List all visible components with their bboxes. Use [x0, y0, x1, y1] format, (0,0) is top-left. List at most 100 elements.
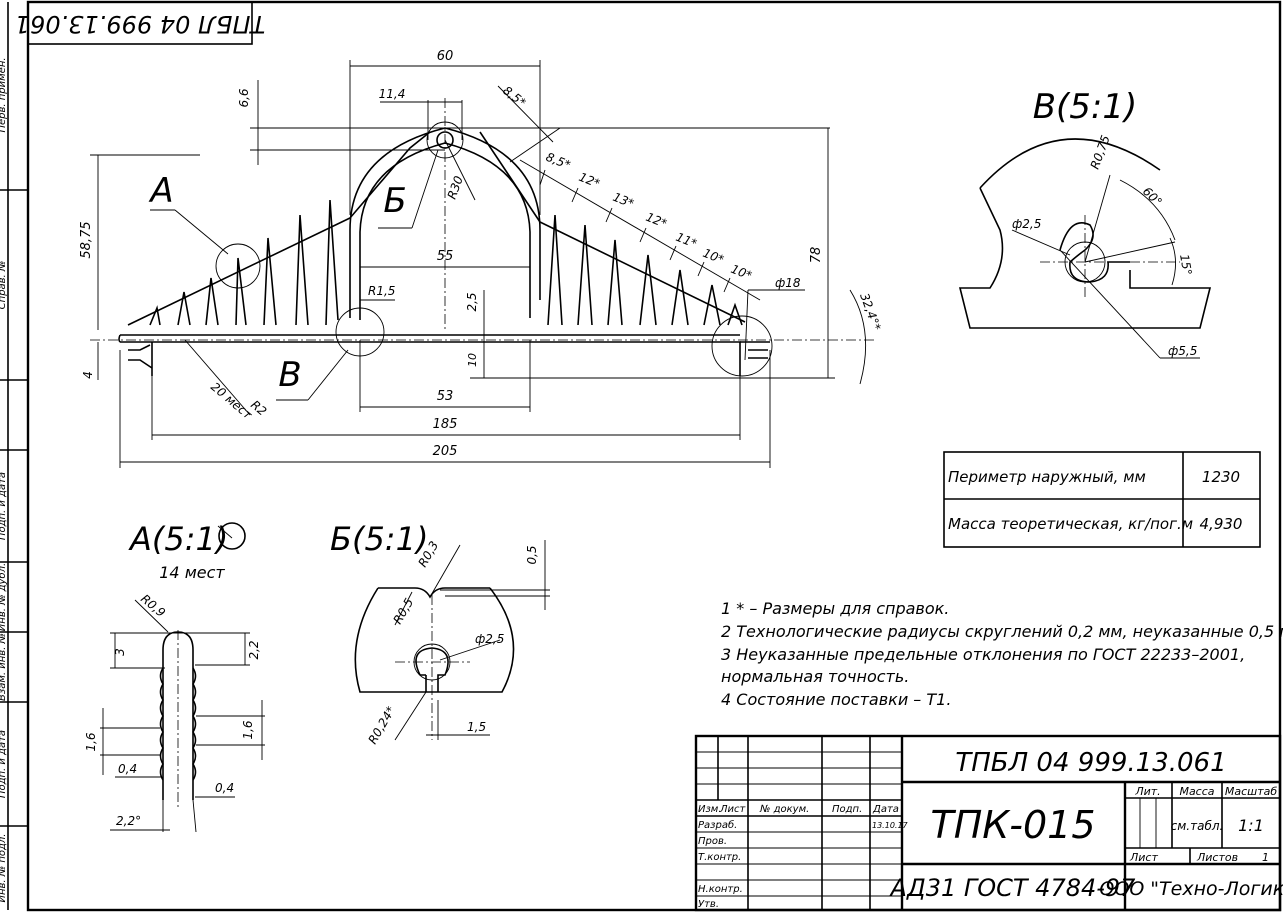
- sidebar-label: Перв. примен.: [0, 57, 8, 132]
- tb-date: 13.10.17: [872, 821, 909, 830]
- dim-55: 55: [437, 249, 454, 264]
- props-label-mass: Масса теоретическая, кг/пог.м: [948, 515, 1193, 533]
- dim-32-4: 32,4°*: [857, 291, 883, 332]
- detail-circle-a: [215, 243, 261, 289]
- props-value-perimeter: 1230: [1202, 468, 1240, 486]
- tb-massa: Масса: [1179, 785, 1214, 798]
- dim-12a: 12*: [577, 170, 602, 191]
- sidebar-labels: Перв. примен. Справ. № Подп. и дата Инв.…: [0, 57, 8, 902]
- dim-185: 185: [433, 417, 458, 432]
- sidebar-label: Подп. и дата: [0, 730, 8, 798]
- tb-row-nkontr: Н.контр.: [698, 884, 743, 895]
- sidebar-label: Инв. № подл.: [0, 834, 8, 903]
- dim-r30: R30: [445, 174, 466, 201]
- dim-60: 60: [437, 49, 454, 64]
- label-v: В: [278, 355, 301, 395]
- tb-col-podp: Подп.: [832, 804, 862, 815]
- detail-a-d0-4b: 0,4: [215, 781, 234, 795]
- detail-a-d2-2: 2,2: [247, 640, 261, 659]
- detail-a-title: А(5:1): [128, 520, 228, 558]
- dim-78: 78: [809, 247, 824, 264]
- dim-11-4: 11,4: [379, 87, 406, 101]
- detail-b-title: Б(5:1): [330, 520, 428, 558]
- main-view-labels: А Б В: [148, 149, 439, 401]
- dim-8-5b: 8,5*: [544, 150, 573, 172]
- tb-listov: Листов: [1196, 851, 1238, 864]
- title-block: ТПБЛ 04 999.13.061 ТПК-015 АД31 ГОСТ 478…: [694, 734, 1283, 912]
- detail-b-r0-5: R0,5: [390, 596, 416, 627]
- notes: 1 * – Размеры для справок. 2 Технологиче…: [721, 599, 1283, 709]
- tb-col-list: Лист: [719, 804, 747, 815]
- props-table: Периметр наружный, мм 1230 Масса теорети…: [943, 451, 1261, 548]
- tb-col-izm: Изм.: [698, 804, 722, 815]
- props-label-perimeter: Периметр наружный, мм: [948, 468, 1146, 486]
- note-4: 4 Состояние поставки – Т1.: [721, 690, 951, 709]
- note-2: 2 Технологические радиусы скруглений 0,2…: [721, 622, 1283, 641]
- detail-v: В(5:1) ф2,5 R0,75 60° 15° ф5,5: [958, 87, 1212, 359]
- detail-v-title: В(5:1): [1033, 87, 1138, 127]
- dim-13: 13*: [611, 190, 636, 211]
- label-b: Б: [383, 181, 406, 221]
- tb-row-utv: Утв.: [698, 899, 719, 910]
- detail-a-d1-6b: 1,6: [241, 720, 255, 739]
- sidebar-label: Взам. инв. №: [0, 633, 8, 701]
- detail-a-count: 14 мест: [159, 563, 225, 582]
- tb-row-tkontr: Т.контр.: [698, 852, 741, 863]
- detail-b-d1-5: 1,5: [467, 720, 486, 734]
- detail-b: Б(5:1) 0,5 R0,3 R0,5 ф2,5 R0,24* 1,5: [330, 520, 550, 747]
- dim-53: 53: [437, 389, 454, 404]
- detail-v-a15: 15°: [1177, 253, 1194, 276]
- label-a: А: [148, 171, 173, 211]
- dim-4: 4: [81, 371, 95, 379]
- dim-10: 10: [466, 353, 479, 367]
- detail-a-d1-6a: 1,6: [84, 732, 98, 751]
- tb-lit: Лит.: [1134, 785, 1160, 798]
- tb-col-ndok: № докум.: [759, 804, 809, 815]
- doc-number-box: ТПБЛ 04 999.13.061: [15, 1, 265, 45]
- tb-col-data: Дата: [872, 804, 899, 815]
- tb-listov-val: 1: [1262, 851, 1269, 864]
- detail-a-r0-9: R0,9: [138, 592, 168, 620]
- dim-2-5: 2,5: [465, 292, 479, 311]
- dim-10b: 10*: [729, 262, 754, 283]
- dim-11: 11*: [674, 230, 699, 251]
- dim-8-5a: 8,5*: [500, 83, 528, 109]
- tb-material: АД31 ГОСТ 4784-97: [889, 874, 1137, 902]
- dim-205: 205: [433, 444, 458, 459]
- props-value-mass: 4,930: [1200, 515, 1243, 533]
- main-dimensions: 60 11,4 6,6 58,75 78 55 R30 R1,5 2,5 10 …: [79, 49, 884, 468]
- detail-a-d3: 3: [113, 648, 127, 656]
- detail-v-a60: 60°: [1140, 184, 1165, 209]
- detail-a-d0-4a: 0,4: [118, 762, 137, 776]
- doc-number-rotated: ТПБЛ 04 999.13.061: [15, 10, 265, 38]
- tb-row-razrab: Разраб.: [698, 819, 737, 831]
- dim-f18: ф18: [775, 276, 801, 290]
- tb-doc-number: ТПБЛ 04 999.13.061: [955, 748, 1226, 778]
- dim-58-75: 58,75: [79, 221, 94, 258]
- tb-row-prov: Пров.: [698, 836, 727, 847]
- dim-r2: R2: [248, 398, 269, 419]
- detail-circle-right: [711, 315, 773, 377]
- dim-10a: 10*: [701, 246, 726, 267]
- sidebar-label: Подп. и дата: [0, 472, 8, 540]
- detail-b-r0-24: R0,24*: [365, 704, 398, 747]
- sidebar-label: Справ. №: [0, 261, 8, 310]
- detail-a: А(5:1) 14 мест 3 2,2 R0,9 1,6 1,6 0,4 0,…: [84, 520, 265, 833]
- dim-6-6: 6,6: [237, 88, 251, 107]
- tb-part-name: ТПК-015: [930, 803, 1095, 847]
- surface-finish-icon: [218, 522, 246, 550]
- dim-r1-5: R1,5: [368, 284, 395, 298]
- note-1: 1 * – Размеры для справок.: [721, 599, 949, 618]
- detail-a-a2-2: 2,2°: [116, 814, 141, 828]
- main-profile: [90, 98, 875, 377]
- note-3a: 3 Неуказанные предельные отклонения по Г…: [721, 645, 1245, 664]
- detail-b-f2-5: ф2,5: [475, 632, 504, 646]
- tb-massa-val: см.табл.: [1171, 819, 1224, 833]
- sidebar-label: Инв. № дубл.: [0, 563, 8, 631]
- detail-v-f2-5: ф2,5: [1012, 217, 1041, 231]
- detail-v-r0-75: R0,75: [1088, 133, 1113, 171]
- dim-20-mest: 20 мест: [208, 380, 255, 423]
- tb-scale-val: 1:1: [1238, 816, 1264, 835]
- tb-masshtab: Масштаб: [1225, 785, 1277, 798]
